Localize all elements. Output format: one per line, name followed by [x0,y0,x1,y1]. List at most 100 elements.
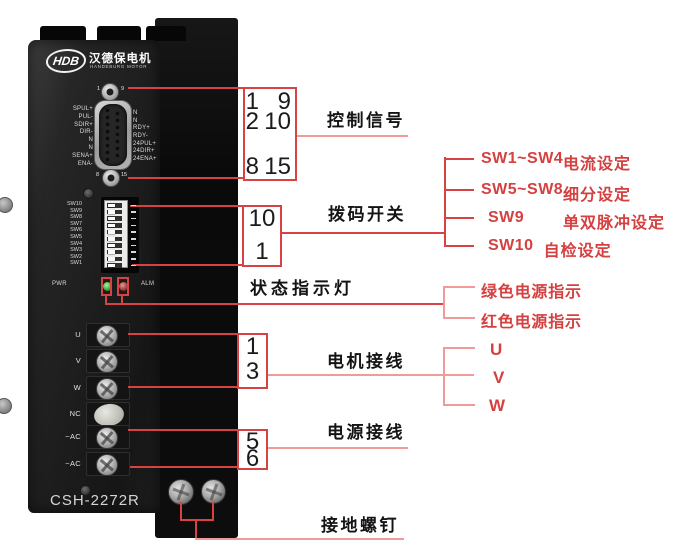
terminal-label: ~AC [65,459,81,468]
phase-u-label: U [490,340,503,359]
callout-label-motor-wiring: 电机接线 [327,352,405,371]
pin-range-row: 2 10 [245,110,294,134]
connector-screw-bottom [102,169,120,187]
dip-paddle [108,237,115,241]
pin-label: 24PUL+ [133,141,157,147]
alarm-led-red [119,282,128,291]
connector-pin [106,116,109,119]
connector-screw-top [101,83,119,101]
dip-tick [131,231,136,233]
ground-screw [201,479,226,504]
dip-slot [107,263,122,268]
bracket-line [443,286,445,319]
terminal-label: U [75,330,81,339]
dip-label: SW8 [70,214,82,220]
pin-label: RDY- [133,133,148,139]
pin-range-row: 8 15 [245,155,294,179]
connector-pin [106,130,109,133]
callout-box-power-range [237,429,268,470]
terminal-label: ~AC [65,432,81,441]
callout-box-green-led [101,277,112,296]
dip-paddle [108,223,115,228]
connector-pin [116,147,119,150]
alm-label: ALM [141,281,155,287]
dip-label: SW3 [70,247,82,253]
pin-number: 15 [121,172,128,178]
dip-paddle [108,243,115,248]
dip-function-desc: 电流设定 [563,156,632,173]
dip-paddle [108,216,115,221]
terminal-screw [96,351,118,373]
connector-pin [116,133,119,136]
callout-line [128,386,237,388]
pin-label: SPUL+ [72,106,93,112]
dip-paddle [108,230,115,234]
pin-label: N [88,145,93,151]
bracket-line [443,347,445,406]
dip-slot [107,209,122,215]
dip-tick [131,251,136,253]
bracket-tick [444,217,474,219]
bracket-tick [444,189,474,191]
dip-function-desc: 自检设定 [543,243,612,260]
green-led-desc: 绿色电源指示 [481,284,582,301]
callout-line [268,447,408,449]
bracket-line [212,502,214,521]
pin-range-value: 10 [264,108,291,135]
side-screw [0,398,12,414]
panel-screw [80,485,91,496]
dip-range-top: 10 [248,205,276,232]
bracket-tick [444,245,474,247]
dip-label: SW4 [70,241,82,247]
pin-range-value: 1 [245,88,259,115]
dip-tick [131,204,136,206]
dip-paddle [108,250,115,254]
terminal-v [86,349,130,373]
pin-label: ENA- [77,161,93,167]
pin-label: 24ENA+ [133,156,157,162]
callout-line [128,333,237,335]
dip-range-bottom: 1 [255,238,269,265]
dip-slot [107,223,122,228]
callout-line [195,538,404,540]
dip-label: SW1 [70,260,82,266]
connector-pin [116,126,119,129]
terminal-label: W [73,383,81,392]
dip-function-desc: 单双脉冲设定 [563,215,666,232]
pin-number: 8 [96,172,100,178]
pin-range-row: 1 9 [245,90,294,114]
terminal-screw [96,454,118,476]
callout-label-control-signal: 控制信号 [327,111,405,130]
pin-label: RDY+ [133,125,150,131]
dip-label: SW6 [70,227,82,233]
dip-slot [107,243,122,248]
red-led-desc: 红色电源指示 [481,314,582,331]
dip-function-sw: SW5~SW8 [481,181,564,198]
dip-label: SW2 [70,254,82,260]
panel-screw [83,188,94,199]
callout-line [105,303,445,305]
dip-slot [107,256,122,262]
connector-pin [106,123,109,126]
connector-pin [106,144,109,147]
terminal-screw [96,378,118,400]
callout-line [297,135,408,137]
callout-line [195,519,197,540]
dip-tick [131,264,136,267]
callout-label-ground-screw: 接地螺钉 [321,516,399,535]
bracket-line [444,157,446,247]
brand-abbr: HDB [52,54,80,68]
dip-tick [131,258,136,260]
device-back-plate [155,18,238,538]
callout-line [128,87,243,89]
connector-pin [116,140,119,143]
callout-box-motor-range [237,333,268,389]
dip-tick [131,217,136,220]
callout-label-power-wiring: 电源接线 [327,423,405,442]
pwr-label: PWR [52,281,67,287]
connector-pin [106,137,109,140]
terminal-nc [86,402,130,428]
connector-pin [116,112,119,115]
callout-line [128,429,237,431]
